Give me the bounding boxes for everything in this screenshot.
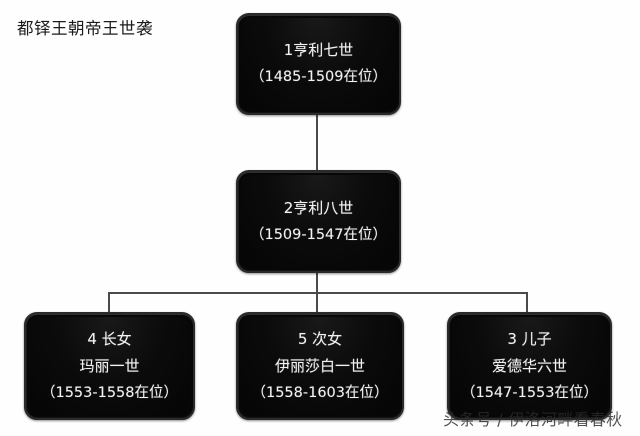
node-mary-i-line-2: 玛丽一世 [79,356,140,375]
node-mary-i-line-1: 4 长女 [87,329,132,348]
node-henry-vii-line-1: 1亨利七世 [283,41,354,59]
node-edward-vi-line-3: （1547-1553在位） [460,384,599,401]
node-elizabeth-i-line-2: 伊丽莎白一世 [274,356,365,375]
node-henry-viii[interactable]: 2亨利八世 （1509-1547在位） [236,170,401,273]
node-edward-vi-line-2: 爱德华六世 [491,356,567,375]
node-henry-viii-line-2: （1509-1547在位） [249,226,388,243]
node-edward-vi-line-1: 3 儿子 [507,329,552,348]
page-title: 都铎王朝帝王世袭 [17,19,153,38]
connector-sibling-bar [108,292,528,294]
connector-henry7-to-henry8 [316,114,318,171]
node-henry-viii-line-1: 2亨利八世 [283,198,354,217]
node-elizabeth-i-line-1: 5 次女 [297,329,343,348]
node-mary-i-line-3: （1553-1558在位） [40,384,179,401]
connector-drop-mary1 [108,292,110,313]
node-edward-vi[interactable]: 3 儿子 爱德华六世 （1547-1553在位） [447,312,612,420]
connector-drop-edward6 [526,292,528,313]
node-elizabeth-i[interactable]: 5 次女 伊丽莎白一世 （1558-1603在位） [236,312,404,420]
node-henry-vii[interactable]: 1亨利七世 （1485-1509在位） [236,13,401,115]
node-mary-i[interactable]: 4 长女 玛丽一世 （1553-1558在位） [24,312,195,420]
watermark-text: 头条号 / 伊洛河畔看春秋 [443,410,623,429]
node-elizabeth-i-line-3: （1558-1603在位） [251,384,389,401]
node-henry-vii-line-2: （1485-1509在位） [249,69,388,85]
